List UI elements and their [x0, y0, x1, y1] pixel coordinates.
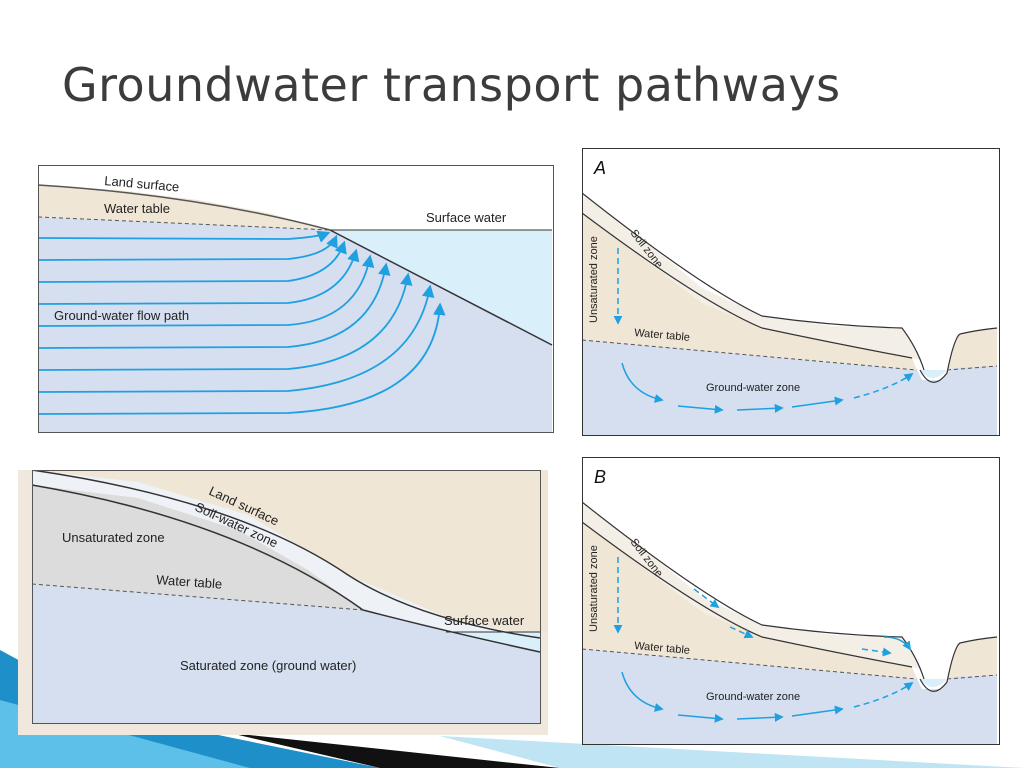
label-land-surface: Land surface — [104, 173, 180, 194]
flow-arrow — [38, 248, 360, 305]
label-surface-water: Surface water — [426, 210, 507, 225]
label-saturated-zone: Saturated zone (ground water) — [180, 658, 356, 673]
label-water-table: Water table — [156, 572, 223, 592]
bank-region — [947, 637, 997, 682]
label-water-table: Water table — [634, 640, 691, 657]
slide-title: Groundwater transport pathways — [62, 58, 841, 112]
arrows-b — [613, 557, 914, 723]
unsaturated-region — [582, 213, 917, 370]
flow-arrow — [38, 254, 375, 327]
flow-arrow — [38, 272, 413, 371]
groundwater-region — [582, 340, 997, 435]
panel-letter: B — [594, 467, 606, 487]
flow-arrow — [38, 284, 435, 393]
flow-arrow — [38, 240, 347, 283]
soil-water-zone-region — [32, 470, 540, 650]
label-water-table: Water table — [104, 201, 170, 216]
unsaturated-region — [582, 522, 917, 679]
arrow-interflow — [861, 647, 892, 657]
flow-arrow — [38, 302, 446, 415]
arrow-groundwater-path — [621, 362, 664, 403]
panel-letter: A — [593, 158, 606, 178]
flow-arrow — [38, 262, 391, 349]
arrow-groundwater-path — [677, 713, 724, 723]
flow-arrow — [38, 230, 331, 243]
label-surface-water: Surface water — [444, 613, 525, 628]
unsaturated-zone-region — [38, 185, 330, 230]
arrow-groundwater-path — [853, 372, 914, 399]
bank-region — [947, 328, 997, 373]
groundwater-region — [582, 649, 997, 744]
label-unsaturated-zone: Unsaturated zone — [62, 530, 165, 545]
label-ground-water-zone: Ground-water zone — [706, 691, 800, 703]
arrow-groundwater-path — [791, 705, 844, 717]
diagram-b-interflow: B Unsaturated zone Soil zone Water table… — [582, 457, 1000, 745]
stream — [920, 679, 947, 687]
flow-arrows — [38, 230, 446, 415]
diagram-saturated-unsaturated-zones: Land surface Soil-water zone Unsaturated… — [18, 470, 548, 735]
stream — [920, 370, 947, 378]
arrow-interflow — [883, 636, 911, 651]
arrow-groundwater-path — [677, 404, 724, 414]
label-unsaturated-zone: Unsaturated zone — [588, 545, 600, 632]
saturated-zone-region — [32, 584, 540, 723]
label-water-table: Water table — [634, 327, 691, 344]
label-ground-water-zone: Ground-water zone — [706, 382, 800, 394]
diagram-groundwater-flow-paths: Land surface Water table Surface water G… — [38, 165, 554, 433]
arrow-interflow — [729, 626, 754, 639]
label-flow-path: Ground-water flow path — [54, 308, 189, 323]
arrows-a — [613, 248, 914, 414]
arrow-groundwater-path — [791, 396, 844, 408]
unsaturated-zone-region — [32, 485, 363, 610]
label-unsaturated-zone: Unsaturated zone — [588, 236, 600, 323]
arrow-groundwater-path — [853, 681, 914, 708]
arrow-interflow — [693, 588, 720, 609]
arrow-groundwater-path — [736, 712, 784, 722]
flow-arrow — [38, 234, 338, 261]
arrow-groundwater-path — [621, 671, 664, 712]
diagram-a-unsaturated-flow: A Unsaturated zone Soil zone Water table… — [582, 148, 1000, 436]
arrow-groundwater-path — [736, 403, 784, 413]
